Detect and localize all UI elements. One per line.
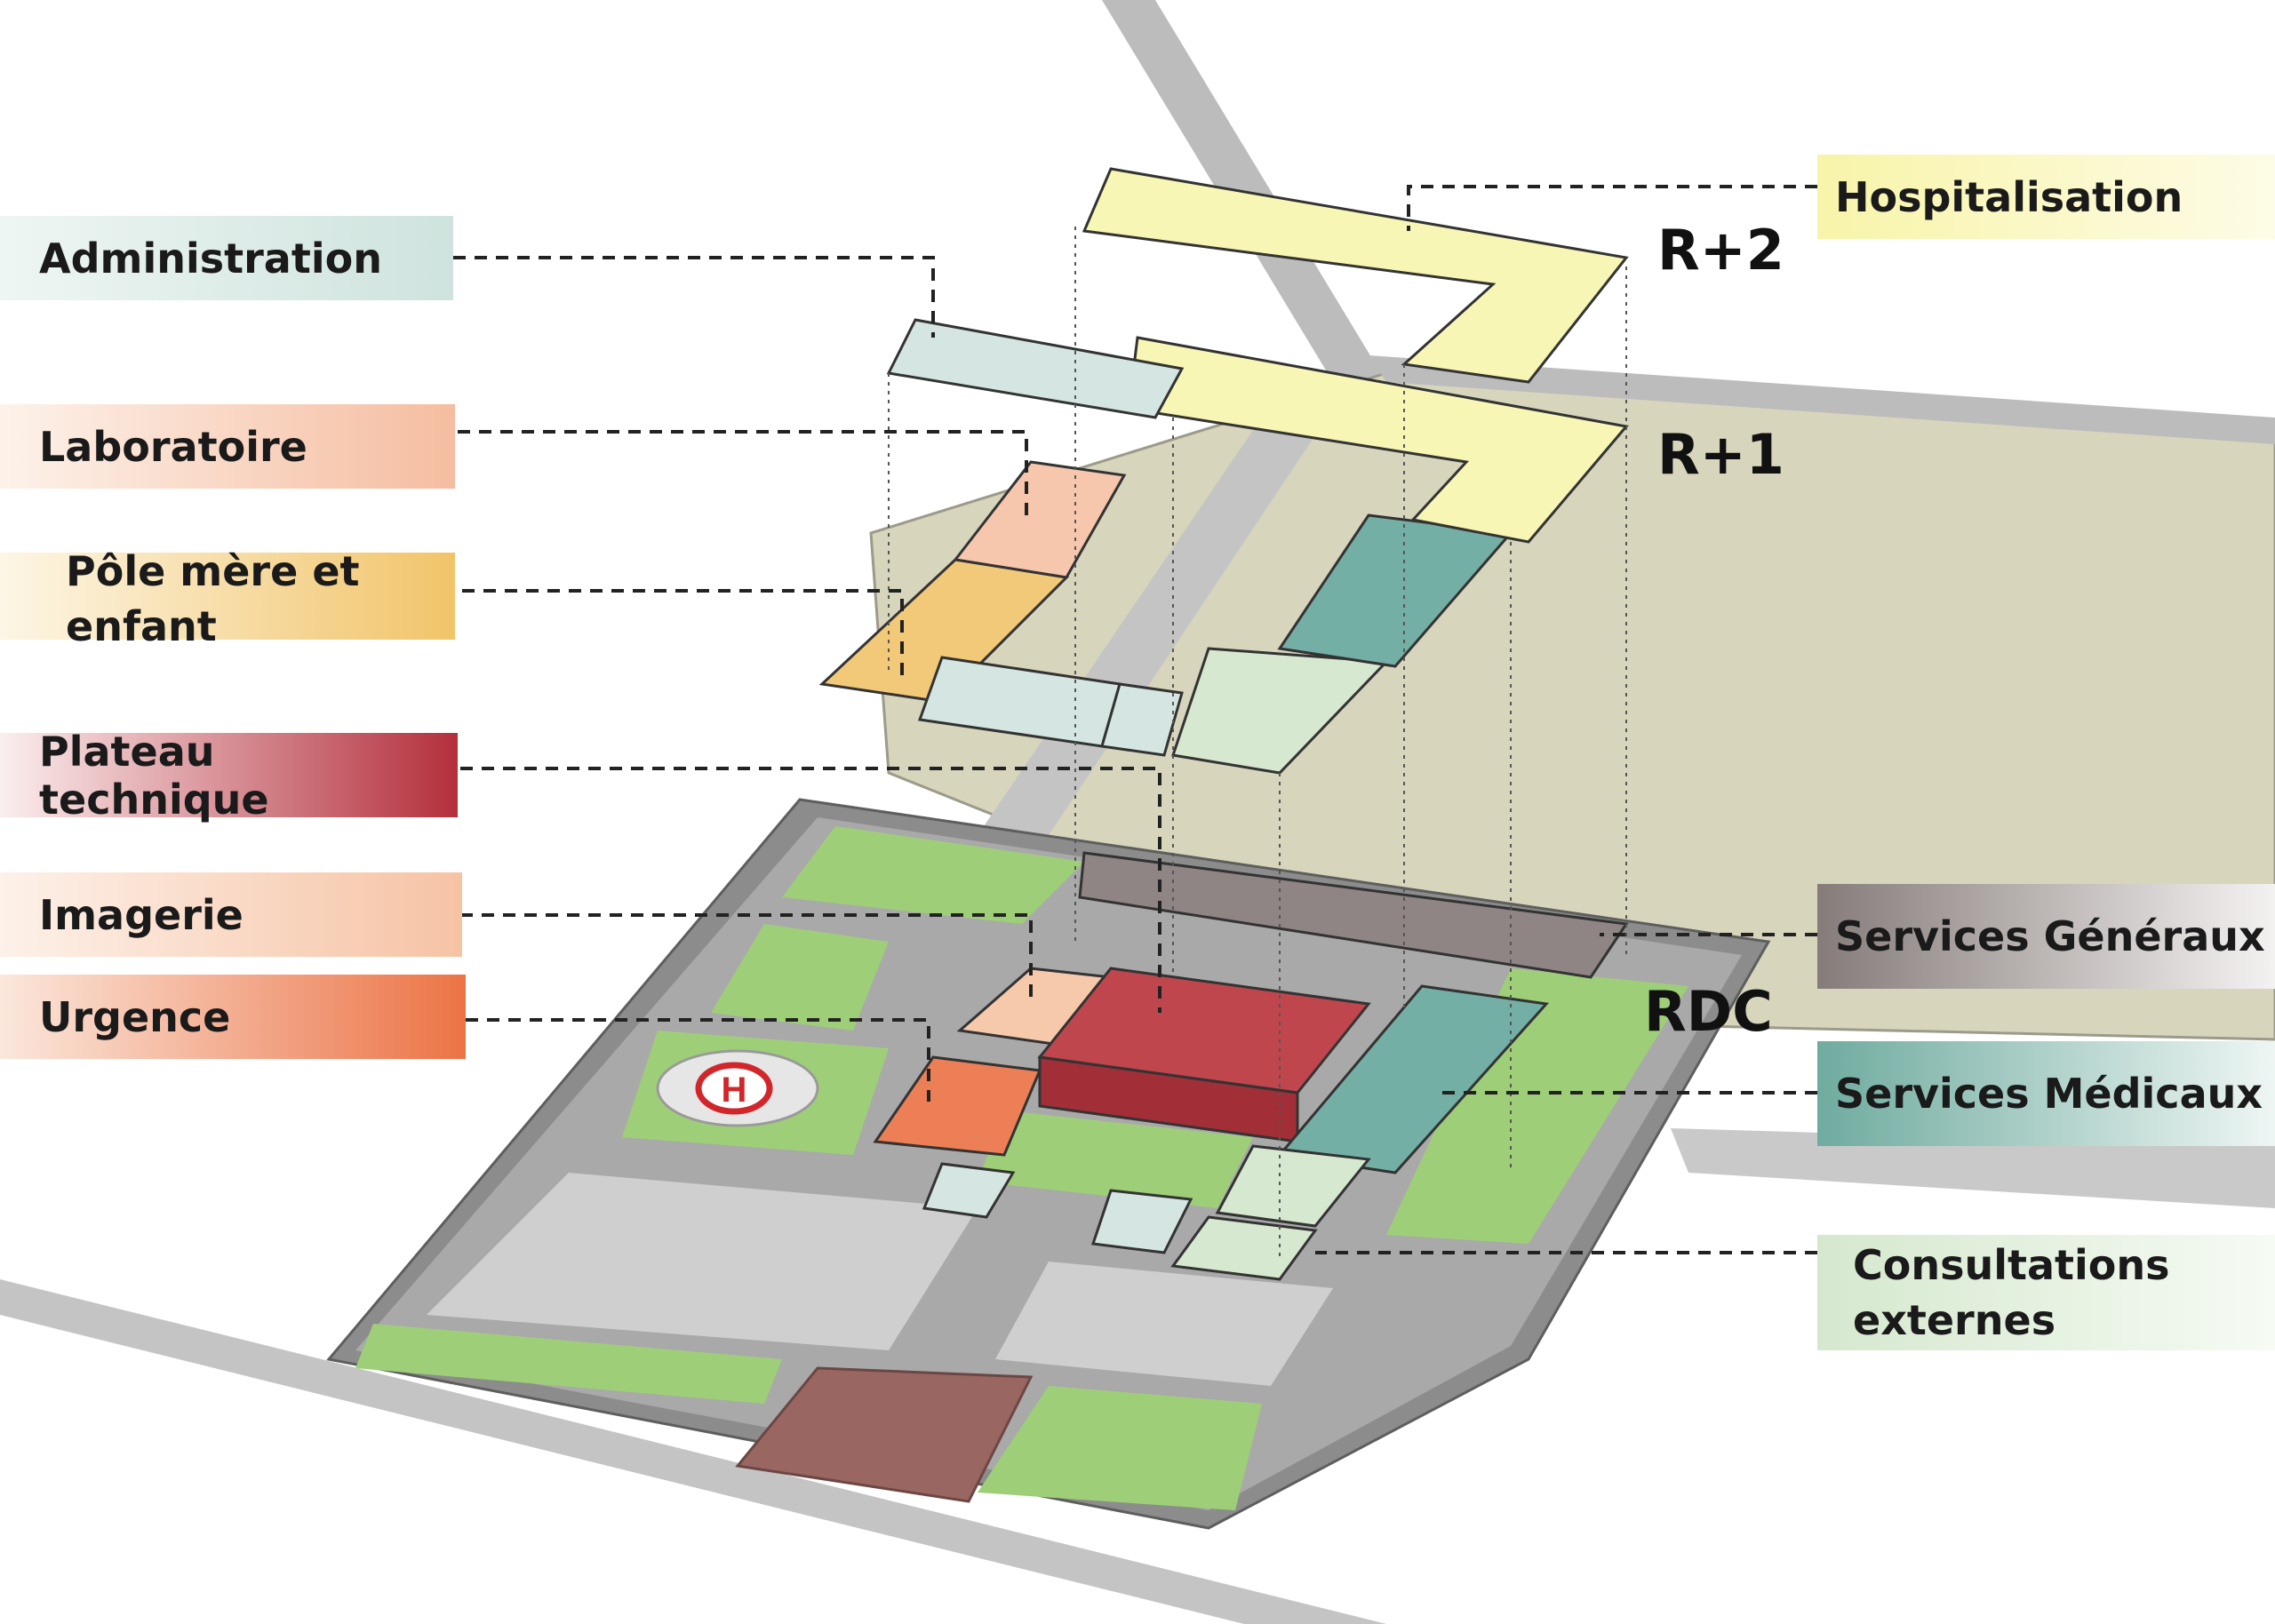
- label-hospitalisation-text: Hospitalisation: [1835, 172, 2183, 221]
- green-area-e: [1386, 968, 1688, 1244]
- leader-administration: [453, 256, 935, 338]
- green-area-s1: [355, 1324, 782, 1404]
- rdc-urgence: [873, 1055, 1042, 1157]
- r2-administration: [886, 318, 1185, 419]
- leader-plateau-technique: [460, 767, 1161, 1013]
- leader-hospitalisation: [1407, 185, 1817, 231]
- r1-floor: [818, 336, 1629, 775]
- leader-imagerie: [460, 913, 1033, 1004]
- r1-admin-b: [1100, 682, 1184, 757]
- label-services-medicaux-text: Services Médicaux: [1835, 1070, 2263, 1118]
- leader-laboratoire: [458, 430, 1028, 515]
- rdc-admin-2: [1090, 1189, 1193, 1254]
- parking-lot: [427, 1173, 978, 1350]
- label-urgence: Urgence: [0, 975, 466, 1059]
- label-laboratoire-text: Laboratoire: [39, 422, 307, 471]
- label-plateau-technique: Plateau technique: [0, 728, 458, 824]
- label-laboratoire: Laboratoire: [0, 404, 455, 489]
- label-pole-mere-enfant-line1: Pôle mère et: [66, 547, 360, 595]
- rdc-admin-1: [922, 1162, 1016, 1219]
- green-area-nw: [782, 826, 1084, 924]
- rdc-services-generaux: [1078, 851, 1629, 979]
- level-rdc: RDC: [1644, 979, 1773, 1044]
- road-east-lower: [1671, 1128, 2275, 1208]
- label-hospitalisation: Hospitalisation: [1817, 155, 2275, 239]
- label-imagerie: Imagerie: [0, 872, 462, 957]
- rdc-services-medicaux: [1277, 984, 1549, 1174]
- green-area-s2: [978, 1386, 1262, 1510]
- label-urgence-text: Urgence: [39, 992, 231, 1041]
- leader-pole-mere-enfant: [462, 589, 904, 675]
- label-consultations-line2: externes: [1853, 1296, 2056, 1344]
- label-imagerie-text: Imagerie: [39, 890, 243, 939]
- parking-lot-east: [995, 1262, 1333, 1386]
- label-consultations-line1: Consultations: [1853, 1241, 2170, 1289]
- green-area-w: [711, 924, 889, 1031]
- level-r1: R+1: [1657, 422, 1784, 487]
- label-pole-mere-enfant: Pôle mère et enfant: [0, 547, 455, 650]
- label-administration-text: Administration: [39, 234, 382, 283]
- green-area-center: [978, 1111, 1253, 1208]
- leader-lines: [453, 185, 1817, 1254]
- label-services-generaux-text: Services Généraux: [1835, 912, 2265, 960]
- label-pole-mere-enfant-line2: enfant: [66, 602, 217, 650]
- level-r2: R+2: [1657, 218, 1784, 283]
- projection-lines: [888, 227, 1627, 1262]
- road-east: [1369, 355, 2275, 444]
- label-consultations-externes: Consultations externes: [1817, 1235, 2275, 1350]
- rdc-consultations-1: [1215, 1144, 1371, 1228]
- leader-urgence: [466, 1018, 930, 1102]
- label-services-generaux: Services Généraux: [1817, 884, 2275, 989]
- plaza: [735, 1366, 1034, 1503]
- road-south: [0, 1279, 1386, 1624]
- svg-text:H: H: [722, 1071, 747, 1110]
- label-administration: Administration: [0, 216, 453, 300]
- helipad-icon: H: [656, 1049, 819, 1127]
- label-plateau-technique-text: Plateau technique: [39, 727, 269, 824]
- rdc-buildings: [873, 851, 1629, 1281]
- label-services-medicaux: Services Médicaux: [1817, 1041, 2275, 1146]
